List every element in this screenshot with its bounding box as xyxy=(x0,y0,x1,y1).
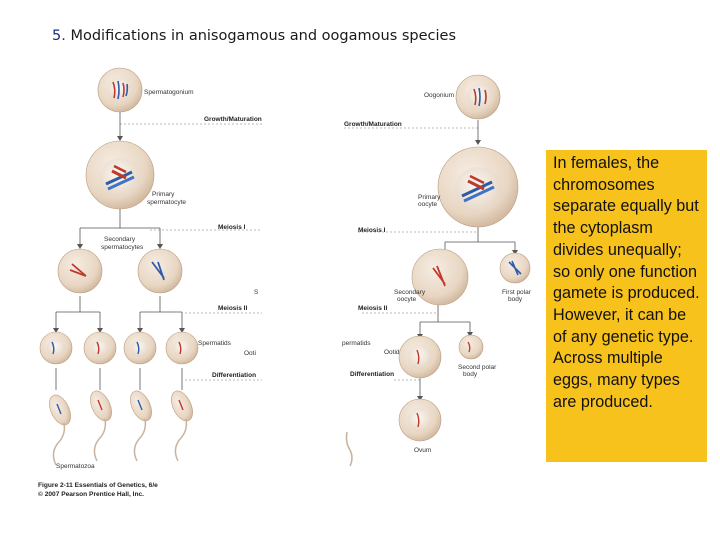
label-second-polar-body-2: body xyxy=(463,371,478,378)
label-primary-oocyte-1: Primary xyxy=(418,194,441,201)
first-polar-body-cell xyxy=(500,253,530,283)
spermatozoon xyxy=(45,392,75,465)
label-secondary-spermatocytes-2: spermatocytes xyxy=(101,244,144,251)
label-female-growth: Growth/Maturation xyxy=(344,121,402,128)
explanation-callout: In females, the chromosomes separate equ… xyxy=(546,150,707,462)
spermatid-cell xyxy=(84,332,116,364)
spermatozoon xyxy=(126,388,156,461)
spermatogonium-cell xyxy=(98,68,142,112)
label-male-growth: Growth/Maturation xyxy=(204,116,262,123)
caption-line-1: Figure 2-11 Essentials of Genetics, 6/e xyxy=(38,481,158,490)
label-spermatozoa: Spermatozoa xyxy=(56,463,95,470)
primary-spermatocyte-cell xyxy=(86,141,154,209)
secondary-oocyte-cell xyxy=(412,249,468,305)
secondary-spermatocyte-cell xyxy=(58,249,102,293)
label-ovum: Ovum xyxy=(414,447,431,454)
label-female-clipped-spermatids: permatids xyxy=(342,340,371,347)
male-panel: Spermatogonium Growth/Maturation Primary… xyxy=(40,68,262,470)
oogonium-cell xyxy=(456,75,500,119)
primary-oocyte-cell xyxy=(438,147,518,227)
female-panel: Oogonium Growth/Maturation Primary oocyt… xyxy=(342,75,532,466)
label-male-meiosis-1: Meiosis I xyxy=(218,224,246,231)
label-female-meiosis-1: Meiosis I xyxy=(358,227,386,234)
label-spermatogonium: Spermatogonium xyxy=(144,89,194,96)
label-primary-oocyte-2: oocyte xyxy=(418,201,438,208)
label-secondary-oocyte-2: oocyte xyxy=(397,296,417,303)
label-male-clipped-s: S xyxy=(254,289,259,296)
ootid-cell xyxy=(399,336,441,378)
spermatid-cell xyxy=(166,332,198,364)
figure-caption: Figure 2-11 Essentials of Genetics, 6/e … xyxy=(38,481,158,499)
spermatid-cell xyxy=(40,332,72,364)
label-secondary-oocyte-1: Secondary xyxy=(394,289,426,296)
label-ootid: Ootid xyxy=(384,349,400,356)
label-male-clipped-ootid: Ooti xyxy=(244,350,256,357)
second-polar-body-cell xyxy=(459,335,483,359)
label-secondary-spermatocytes-1: Secondary xyxy=(104,236,136,243)
ovum-cell xyxy=(399,399,441,441)
label-second-polar-body-1: Second polar xyxy=(458,364,497,371)
label-primary-spermatocyte-2: spermatocyte xyxy=(147,199,186,206)
caption-line-2: © 2007 Pearson Prentice Hall, Inc. xyxy=(38,490,158,499)
label-oogonium: Oogonium xyxy=(424,92,454,99)
label-male-differentiation: Differentiation xyxy=(212,372,256,379)
spermatid-cell xyxy=(124,332,156,364)
label-male-meiosis-2: Meiosis II xyxy=(218,305,247,312)
label-first-polar-body-1: First polar xyxy=(502,289,532,296)
label-female-differentiation: Differentiation xyxy=(350,371,394,378)
label-female-meiosis-2: Meiosis II xyxy=(358,305,387,312)
secondary-spermatocyte-cell xyxy=(138,249,182,293)
spermatozoon xyxy=(167,388,197,461)
label-primary-spermatocyte-1: Primary xyxy=(152,191,175,198)
label-first-polar-body-2: body xyxy=(508,296,523,303)
clipped-sperm-tail xyxy=(346,432,352,466)
label-spermatids: Spermatids xyxy=(198,340,232,347)
spermatozoon xyxy=(86,388,116,461)
